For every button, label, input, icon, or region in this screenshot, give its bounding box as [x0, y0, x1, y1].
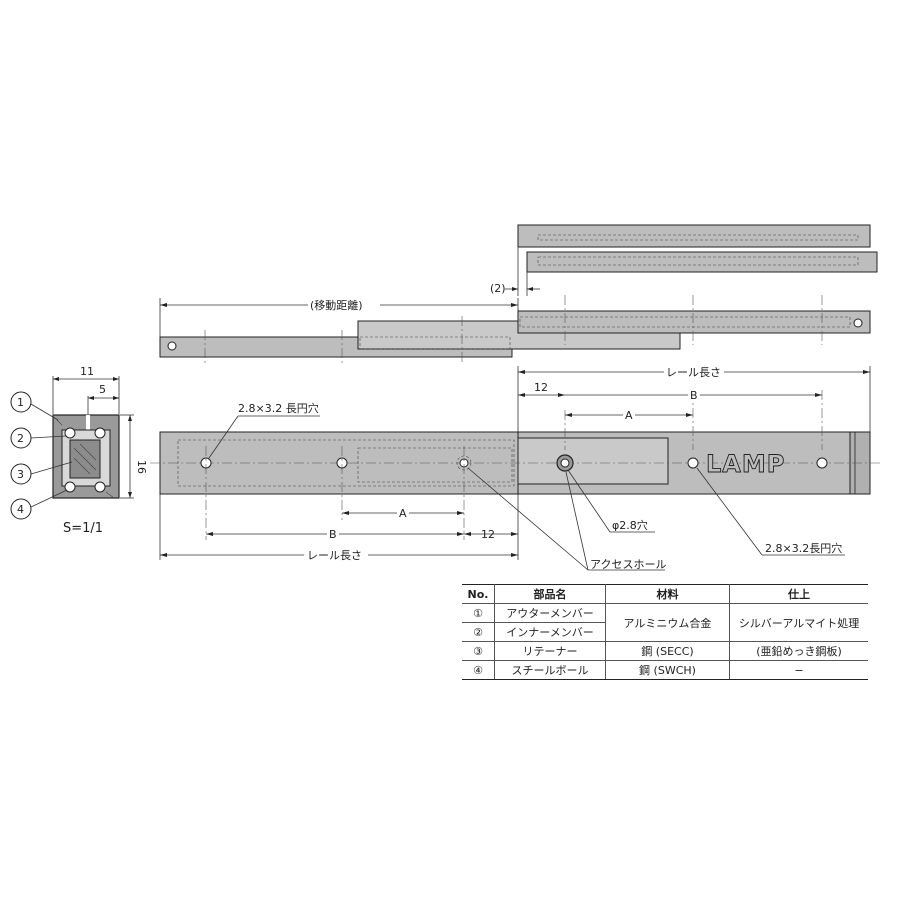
- section-dimensions: 11 5 16 S=1/1: [52, 365, 148, 536]
- width-5: 5: [99, 383, 106, 396]
- brand-logo: LAMP: [706, 450, 785, 478]
- leader-annotations: 2.8×3.2 長円穴 アクセスホール φ2.8穴 2.8×3.2長円穴: [208, 401, 845, 571]
- table-row: ③ リテーナー 鋼 (SECC) (亜鉛めっき鋼板): [462, 641, 868, 661]
- width-11: 11: [80, 365, 94, 378]
- hole-phi-label: φ2.8穴: [612, 518, 648, 532]
- cell-material: 鋼 (SWCH): [605, 660, 730, 680]
- cell-material: 鋼 (SECC): [605, 641, 730, 661]
- dim-b-top: B: [690, 389, 698, 402]
- slot-label-right: 2.8×3.2長円穴: [765, 541, 842, 555]
- extended-view: (移動距離): [159, 295, 871, 364]
- separated-members: [517, 224, 878, 273]
- right-dimensions: レール長さ 12 B A: [517, 365, 871, 432]
- cell-name: スチールボール: [494, 660, 606, 680]
- cell-finish: (亜鉛めっき鋼板): [729, 641, 868, 661]
- slot-label-left: 2.8×3.2 長円穴: [238, 401, 319, 415]
- parts-table-header: No. 部品名 材料 仕上: [462, 584, 868, 604]
- height-16: 16: [135, 460, 148, 474]
- cell-no: ④: [462, 660, 495, 680]
- cell-no: ①: [462, 603, 495, 623]
- left-dimensions: A B 12 レール長さ: [159, 494, 519, 562]
- gap-dimension: (2): [490, 247, 540, 296]
- col-part-name: 部品名: [494, 584, 606, 604]
- dim-b-bottom: B: [329, 528, 337, 541]
- callout-1: 1: [17, 396, 24, 409]
- cell-finish: シルバーアルマイト処理: [729, 603, 868, 642]
- rail-length-bottom: レール長さ: [307, 549, 362, 562]
- cell-material: アルミニウム合金: [605, 603, 730, 642]
- dim-a-bottom: A: [399, 507, 407, 520]
- gap-label: (2): [490, 282, 506, 295]
- callout-4: 4: [17, 503, 24, 516]
- scale-label: S=1/1: [63, 521, 103, 536]
- cell-no: ③: [462, 641, 495, 661]
- table-row: ① アウターメンバー アルミニウム合金 シルバーアルマイト処理: [462, 603, 868, 642]
- col-finish: 仕上: [729, 584, 868, 604]
- dim-12-top: 12: [534, 381, 548, 394]
- callout-3: 3: [17, 468, 24, 481]
- rail-length-top: レール長さ: [666, 366, 721, 379]
- cross-section: [52, 414, 120, 499]
- dim-a-top: A: [625, 409, 633, 422]
- callouts: 1 2 3 4: [10, 391, 73, 520]
- cell-name: インナーメンバー: [494, 622, 606, 642]
- cell-finish: −: [729, 660, 868, 680]
- callout-2: 2: [17, 432, 24, 445]
- move-distance-label: (移動距離): [310, 298, 363, 312]
- cell-name: アウターメンバー: [494, 603, 606, 623]
- cell-no: ②: [462, 622, 495, 642]
- parts-table: No. 部品名 材料 仕上 ① アウターメンバー アルミニウム合金 シルバーアル…: [462, 584, 868, 680]
- col-material: 材料: [605, 584, 730, 604]
- table-row: ④ スチールボール 鋼 (SWCH) −: [462, 660, 868, 680]
- cell-name: リテーナー: [494, 641, 606, 661]
- access-hole-label: アクセスホール: [590, 558, 666, 571]
- col-no: No.: [462, 584, 495, 604]
- dim-12-bottom: 12: [481, 528, 495, 541]
